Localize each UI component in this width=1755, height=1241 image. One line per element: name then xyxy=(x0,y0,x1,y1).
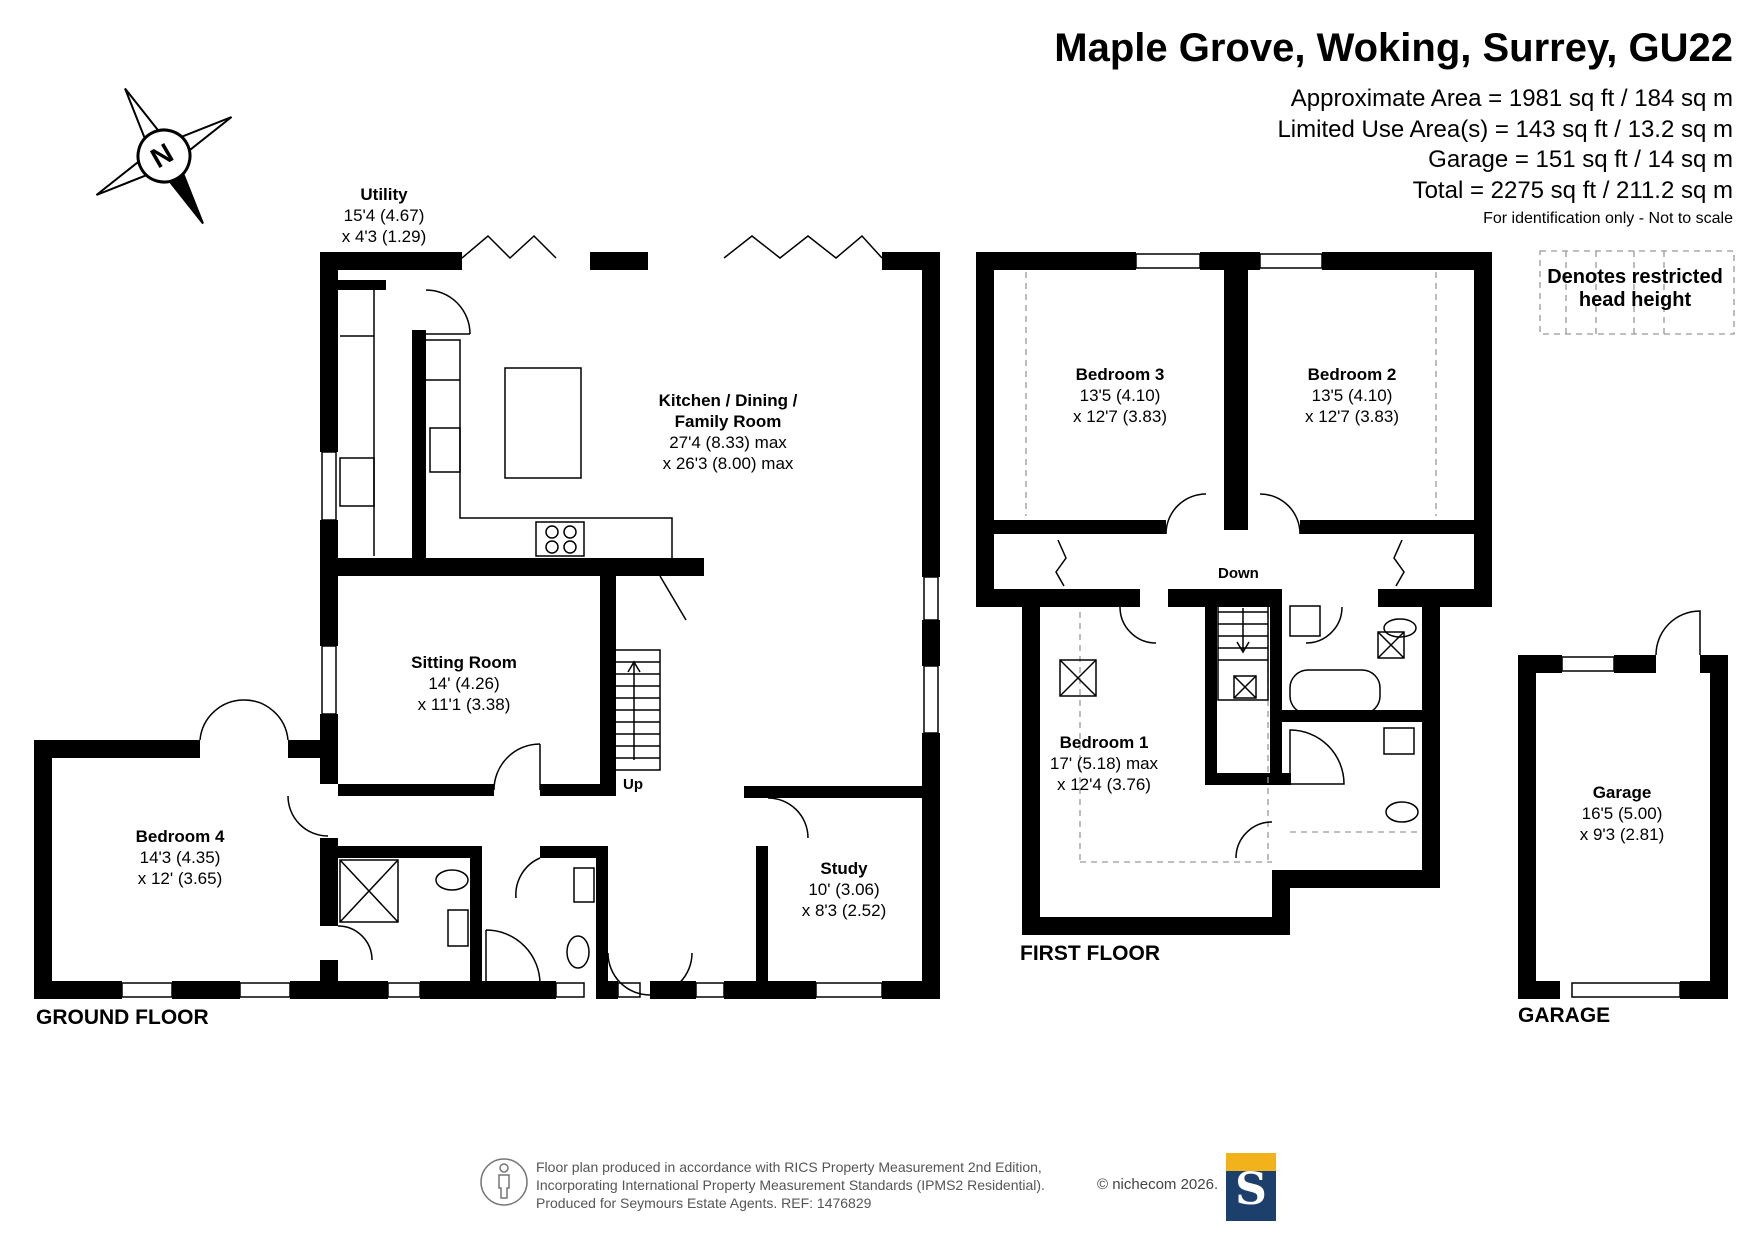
logo-letter: S xyxy=(1235,1164,1267,1215)
room-kitchen: Kitchen / Dining / Family Room 27'4 (8.3… xyxy=(658,391,798,473)
disclaimer: For identification only - Not to scale xyxy=(1483,210,1733,227)
limited-use-area: Limited Use Area(s) = 143 sq ft / 13.2 s… xyxy=(1277,115,1733,143)
footer-line-2: Incorporating International Property Mea… xyxy=(536,1177,1045,1193)
logo-navy-block xyxy=(1226,1171,1276,1221)
room-sitting: Sitting Room 14' (4.26) x 11'1 (3.38) xyxy=(411,653,517,714)
property-title: Maple Grove, Woking, Surrey, GU22 xyxy=(1054,26,1733,70)
total-area: Total = 2275 sq ft / 211.2 sq m xyxy=(1412,176,1733,204)
garage-floor-label: GARAGE xyxy=(1518,1004,1611,1027)
footer-line-1: Floor plan produced in accordance with R… xyxy=(536,1159,1042,1175)
room-bedroom-4: Bedroom 4 14'3 (4.35) x 12' (3.65) xyxy=(135,827,225,888)
room-bedroom-2: Bedroom 2 13'5 (4.10) x 12'7 (3.83) xyxy=(1305,365,1399,426)
stairs-down-label: Down xyxy=(1218,565,1259,582)
area-summary: Approximate Area = 1981 sq ft / 184 sq m… xyxy=(1277,84,1733,206)
footer-notes: Floor plan produced in accordance with R… xyxy=(536,1158,1045,1212)
person-standard-icon xyxy=(480,1158,528,1206)
ground-floor-label: GROUND FLOOR xyxy=(36,1006,209,1029)
logo-gold-band xyxy=(1226,1153,1276,1171)
room-utility: Utility 15'4 (4.67) x 4'3 (1.29) xyxy=(341,185,427,246)
footer-line-3: Produced for Seymours Estate Agents. REF… xyxy=(536,1195,872,1211)
room-bedroom-1: Bedroom 1 17' (5.18) max x 12'4 (3.76) xyxy=(1049,733,1159,794)
garage-area: Garage = 151 sq ft / 14 sq m xyxy=(1428,146,1733,173)
seymours-logo: S xyxy=(1226,1153,1276,1221)
room-bedroom-3: Bedroom 3 13'5 (4.10) x 12'7 (3.83) xyxy=(1073,365,1167,426)
copyright: © nichecom 2026. xyxy=(1097,1176,1219,1193)
room-study: Study 10' (3.06) x 8'3 (2.52) xyxy=(801,859,887,920)
approximate-area: Approximate Area = 1981 sq ft / 184 sq m xyxy=(1290,85,1733,112)
legend-restricted-head-height: Denotes restricted head height xyxy=(1547,266,1723,311)
first-floor-label: FIRST FLOOR xyxy=(1020,942,1160,965)
stairs-up-label: Up xyxy=(623,776,643,793)
room-garage: Garage 16'5 (5.00) x 9'3 (2.81) xyxy=(1579,783,1665,844)
compass-rose-icon xyxy=(95,87,233,225)
